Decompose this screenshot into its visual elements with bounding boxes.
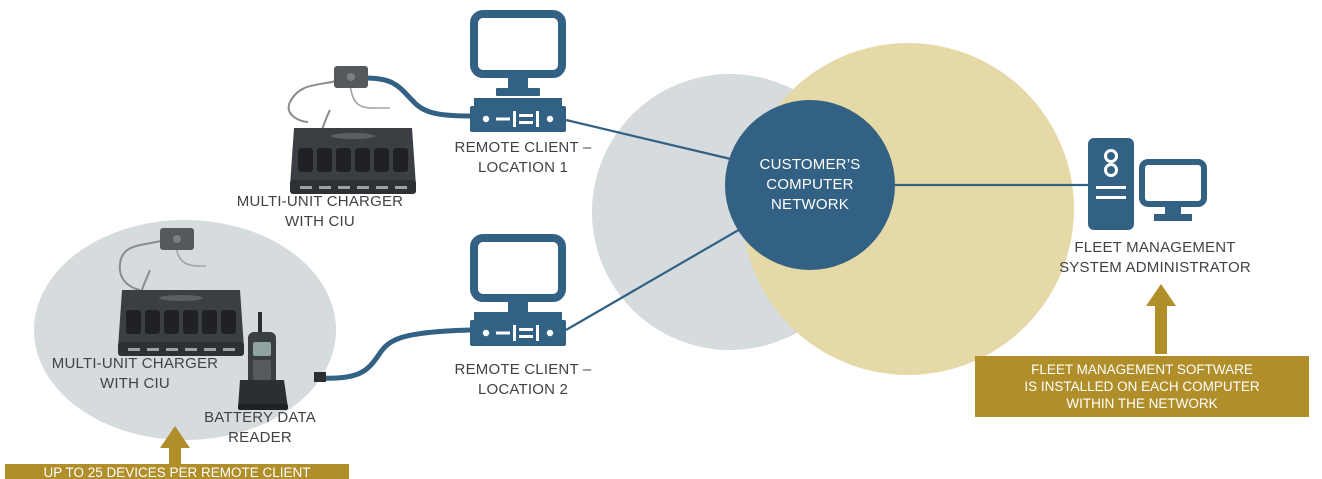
charger-2-label: MULTI-UNIT CHARGER WITH CIU <box>40 354 230 394</box>
remote-client-2-label: REMOTE CLIENT – LOCATION 2 <box>428 360 618 400</box>
charger-1-line: MULTI-UNIT CHARGER <box>236 193 404 210</box>
admin-line: FLEET MANAGEMENT <box>1074 239 1236 256</box>
network-label-line: CUSTOMER’S <box>759 156 861 173</box>
link-client2-network <box>565 227 743 331</box>
software-callout: FLEET MANAGEMENT SOFTWARE IS INSTALLED O… <box>975 356 1309 417</box>
remote-client-1-line: LOCATION 1 <box>477 159 569 176</box>
remote-client-2-line: LOCATION 2 <box>477 381 569 398</box>
remote-client-1-line: REMOTE CLIENT – <box>454 139 592 156</box>
up-arrow-icon <box>160 426 190 466</box>
ciu-box-icon <box>334 66 368 88</box>
pc-tower-icon <box>1088 138 1134 230</box>
up-arrow-icon <box>1146 284 1176 354</box>
server-unit-icon <box>470 98 566 132</box>
battery-reader-line: READER <box>228 429 292 446</box>
computer-monitor-icon <box>470 10 566 96</box>
link-client1-network <box>565 118 736 162</box>
ciu-box-icon <box>160 228 194 250</box>
software-callout-line: FLEET MANAGEMENT SOFTWARE <box>1031 362 1253 377</box>
network-circle <box>725 100 895 270</box>
network-label-line: NETWORK <box>770 196 850 213</box>
charger-2-line: MULTI-UNIT CHARGER <box>51 355 219 372</box>
charger-1-line: WITH CIU <box>285 213 355 230</box>
usb-cable-icon <box>287 75 471 131</box>
admin-line: SYSTEM ADMINISTRATOR <box>1059 259 1251 276</box>
battery-reader-line: BATTERY DATA <box>204 409 316 426</box>
network-label: CUSTOMER’S COMPUTER NETWORK <box>740 155 880 215</box>
remote-client-1-label: REMOTE CLIENT – LOCATION 1 <box>428 138 618 178</box>
remote-client-2-line: REMOTE CLIENT – <box>454 361 592 378</box>
devices-callout-line: UP TO 25 DEVICES PER REMOTE CLIENT <box>43 465 311 479</box>
server-unit-icon <box>470 312 566 346</box>
battery-reader-cable <box>314 327 471 382</box>
computer-monitor-icon <box>1139 159 1207 221</box>
battery-reader-label: BATTERY DATA READER <box>200 408 320 448</box>
network-label-line: COMPUTER <box>766 176 854 193</box>
multi-unit-charger-icon <box>290 128 416 194</box>
devices-callout: UP TO 25 DEVICES PER REMOTE CLIENT <box>5 464 349 479</box>
computer-monitor-icon <box>470 234 566 320</box>
admin-label: FLEET MANAGEMENT SYSTEM ADMINISTRATOR <box>1040 238 1270 278</box>
multi-unit-charger-icon <box>118 290 244 356</box>
charger-2-line: WITH CIU <box>100 375 170 392</box>
software-callout-line: WITHIN THE NETWORK <box>1066 396 1218 411</box>
charger-1-label: MULTI-UNIT CHARGER WITH CIU <box>220 192 420 232</box>
two-way-radio-icon <box>238 312 288 410</box>
software-callout-line: IS INSTALLED ON EACH COMPUTER <box>1024 379 1260 394</box>
